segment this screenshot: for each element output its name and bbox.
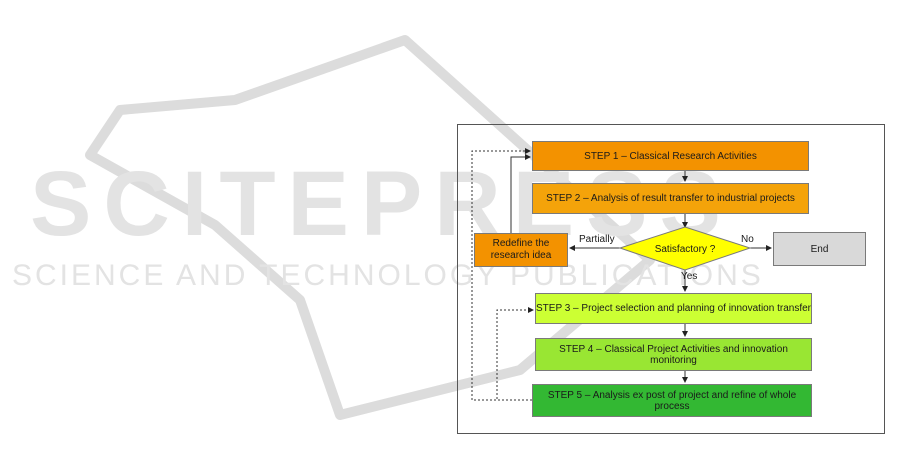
- step4-label: STEP 4 – Classical Project Activities an…: [559, 343, 788, 366]
- end-label: End: [810, 243, 829, 255]
- label-no: No: [741, 234, 754, 245]
- label-partially: Partially: [579, 234, 615, 245]
- decision-label: Satisfactory ?: [655, 244, 716, 255]
- step1-label: STEP 1 – Classical Research Activities: [584, 150, 757, 162]
- step2-box: STEP 2 – Analysis of result transfer to …: [532, 183, 809, 214]
- step3-label: STEP 3 – Project selection and planning …: [536, 303, 811, 314]
- step5-label: STEP 5 – Analysis ex post of project and…: [547, 389, 797, 412]
- step3-box: STEP 3 – Project selection and planning …: [535, 293, 812, 324]
- diagram-frame: [457, 124, 885, 434]
- step5-box: STEP 5 – Analysis ex post of project and…: [532, 384, 812, 417]
- redefine-box: Redefine the research idea: [474, 233, 568, 267]
- step4-box: STEP 4 – Classical Project Activities an…: [535, 338, 812, 371]
- label-yes: Yes: [681, 271, 698, 282]
- watermark-tagline: SCIENCE AND TECHNOLOGY PUBLICATIONS: [12, 259, 764, 292]
- step1-box: STEP 1 – Classical Research Activities: [532, 141, 809, 171]
- redefine-label: Redefine the research idea: [490, 238, 552, 261]
- step2-label: STEP 2 – Analysis of result transfer to …: [546, 193, 795, 204]
- end-box: End: [773, 232, 866, 266]
